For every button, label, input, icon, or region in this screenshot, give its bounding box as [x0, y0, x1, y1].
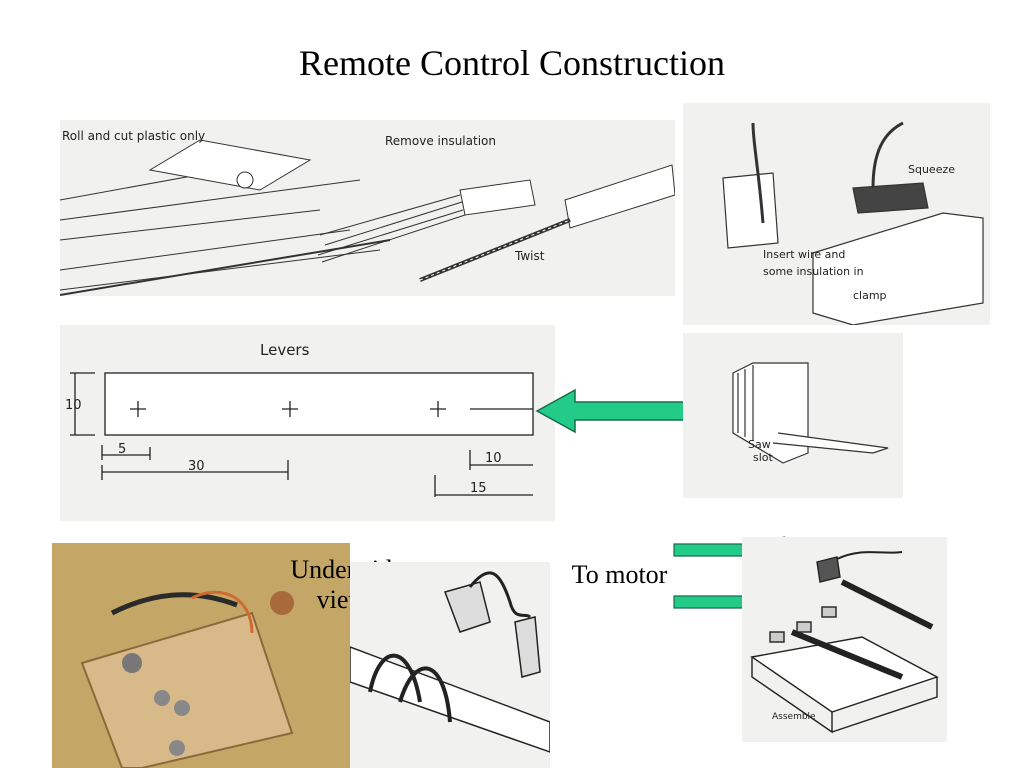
wire-prep-figure: Roll and cut plastic only Remove insulat…: [60, 120, 675, 296]
label-remove-insulation: Remove insulation: [385, 134, 496, 148]
levers-figure: Levers 10 5 30 10 15: [60, 325, 555, 521]
clamp-figure: Squeeze Insert wire and some insulation …: [683, 103, 990, 325]
underside-drawing: [350, 562, 550, 768]
dim-30: 30: [188, 459, 205, 474]
levers-heading: Levers: [260, 341, 310, 359]
dim-10: 10: [485, 451, 502, 466]
underside-photo: [52, 543, 350, 768]
label-slot: slot: [753, 451, 774, 464]
dim-height: 10: [65, 398, 82, 413]
label-twist: Twist: [514, 249, 545, 263]
saw-slot-figure: Saw slot: [683, 333, 903, 498]
slide-title: Remote Control Construction: [299, 43, 725, 83]
label-insert-3: clamp: [853, 289, 887, 302]
label-insert-2: some insulation in: [763, 265, 864, 278]
label-assemble: Assemble: [772, 712, 816, 722]
label-insert-1: Insert wire and: [763, 248, 845, 261]
label-roll-cut: Roll and cut plastic only: [62, 129, 205, 143]
label-squeeze: Squeeze: [908, 163, 955, 176]
caption-to-motor: To motor: [571, 560, 668, 589]
label-saw: Saw: [748, 438, 771, 451]
assembly-drawing: Assemble: [742, 537, 947, 742]
dim-15: 15: [470, 481, 487, 496]
dim-5: 5: [118, 442, 126, 457]
